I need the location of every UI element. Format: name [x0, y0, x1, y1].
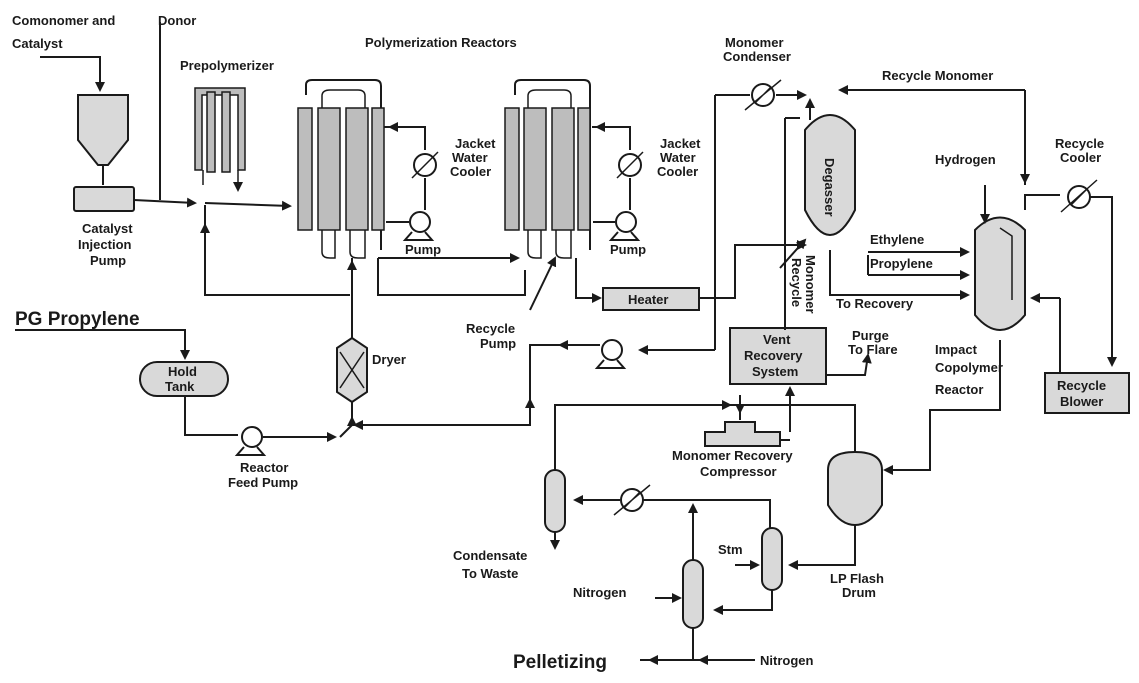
label-purge-2: To Flare — [848, 342, 898, 357]
reactor-feed-pump — [234, 426, 267, 456]
label-propylene: Propylene — [870, 256, 933, 271]
label-condensate-2: To Waste — [462, 566, 518, 581]
label-condensate-1: Condensate — [453, 548, 527, 563]
label-dryer: Dryer — [372, 352, 406, 367]
impact-copolymer-reactor — [974, 216, 1026, 331]
polymerization-reactor-2 — [504, 79, 591, 259]
lp-flash-drum — [827, 450, 883, 527]
label-hydrogen: Hydrogen — [935, 152, 996, 167]
label-vent-recovery-1: Vent — [763, 332, 791, 347]
label-impact-2: Copolymer — [935, 360, 1003, 375]
label-hold-tank-1: Hold — [168, 364, 197, 379]
jacket-water-cooler-2 — [592, 122, 644, 210]
pump-1 — [386, 211, 435, 241]
label-lp-flash-1: LP Flash — [830, 571, 884, 586]
label-catalyst-injection-pump-3: Pump — [90, 253, 126, 268]
monomer-condenser — [744, 79, 782, 111]
label-comonomer: Comonomer and — [12, 13, 115, 28]
label-jacket-1c: Cooler — [450, 164, 491, 179]
label-catalyst: Catalyst — [12, 36, 63, 51]
label-recycle-pump-1: Recycle — [466, 321, 515, 336]
prepolymerizer — [194, 87, 350, 296]
label-heater: Heater — [628, 292, 668, 307]
label-lp-flash-2: Drum — [842, 585, 876, 600]
label-vent-recovery-2: Recovery — [744, 348, 803, 363]
label-recycle-cooler-1: Recycle — [1055, 136, 1104, 151]
jacket-water-cooler-1 — [384, 122, 439, 210]
label-pg-propylene: PG Propylene — [15, 309, 140, 330]
label-polymerization-reactors: Polymerization Reactors — [365, 35, 517, 50]
label-recycle-blower-1: Recycle — [1057, 378, 1106, 393]
label-purge-1: Purge — [852, 328, 889, 343]
label-jacket-1a: Jacket — [455, 136, 496, 151]
catalyst-feed-section — [40, 22, 292, 212]
label-ethylene: Ethylene — [870, 232, 924, 247]
label-stm: Stm — [718, 542, 743, 557]
catalyst-hopper — [77, 94, 129, 166]
dryer — [336, 336, 368, 404]
label-donor: Donor — [158, 13, 196, 28]
recycle-blower — [1044, 372, 1130, 414]
label-monomer-condenser-2: Condenser — [723, 49, 791, 64]
label-degasser: Degasser — [822, 158, 837, 217]
label-catalyst-injection-pump-1: Catalyst — [82, 221, 133, 236]
degasser — [804, 114, 856, 236]
label-hold-tank-2: Tank — [165, 379, 195, 394]
condensate-drum — [544, 469, 566, 533]
label-jacket-2c: Cooler — [657, 164, 698, 179]
label-recycle-monomer: Recycle Monomer — [882, 68, 993, 83]
label-monomer-recovery-2: Compressor — [700, 464, 777, 479]
label-recycle-pump-2: Pump — [480, 336, 516, 351]
label-to-recovery: To Recovery — [836, 296, 914, 311]
pump-2 — [593, 211, 641, 241]
nitrogen-purge-column — [682, 559, 704, 629]
label-monomer-recovery-1: Monomer Recovery — [672, 448, 793, 463]
label-monomer-recycle-1: Monomer — [803, 255, 818, 314]
label-jacket-1b: Water — [452, 150, 488, 165]
label-nitrogen-2: Nitrogen — [760, 653, 814, 668]
label-jacket-2b: Water — [660, 150, 696, 165]
label-reactor-feed-pump-2: Feed Pump — [228, 475, 298, 490]
vent-recovery-system — [729, 327, 827, 385]
catalyst-injection-pump — [73, 186, 135, 212]
polymerization-reactor-1 — [297, 79, 385, 259]
label-impact-1: Impact — [935, 342, 978, 357]
monomer-recovery-compressor — [704, 421, 781, 447]
label-pump-1: Pump — [405, 242, 441, 257]
label-nitrogen-1: Nitrogen — [573, 585, 627, 600]
label-pelletizing: Pelletizing — [513, 652, 607, 673]
label-pump-2: Pump — [610, 242, 646, 257]
label-prepolymerizer: Prepolymerizer — [180, 58, 274, 73]
label-recycle-cooler-2: Cooler — [1060, 150, 1101, 165]
label-monomer-condenser-1: Monomer — [725, 35, 784, 50]
label-jacket-2a: Jacket — [660, 136, 701, 151]
label-monomer-recycle-2: Recycle — [789, 258, 804, 307]
label-recycle-blower-2: Blower — [1060, 394, 1103, 409]
label-catalyst-injection-pump-2: Injection — [78, 237, 132, 252]
steam-column — [761, 527, 783, 591]
label-vent-recovery-3: System — [752, 364, 798, 379]
label-reactor-feed-pump-1: Reactor — [240, 460, 288, 475]
label-impact-3: Reactor — [935, 382, 983, 397]
recycle-pump — [594, 339, 627, 369]
